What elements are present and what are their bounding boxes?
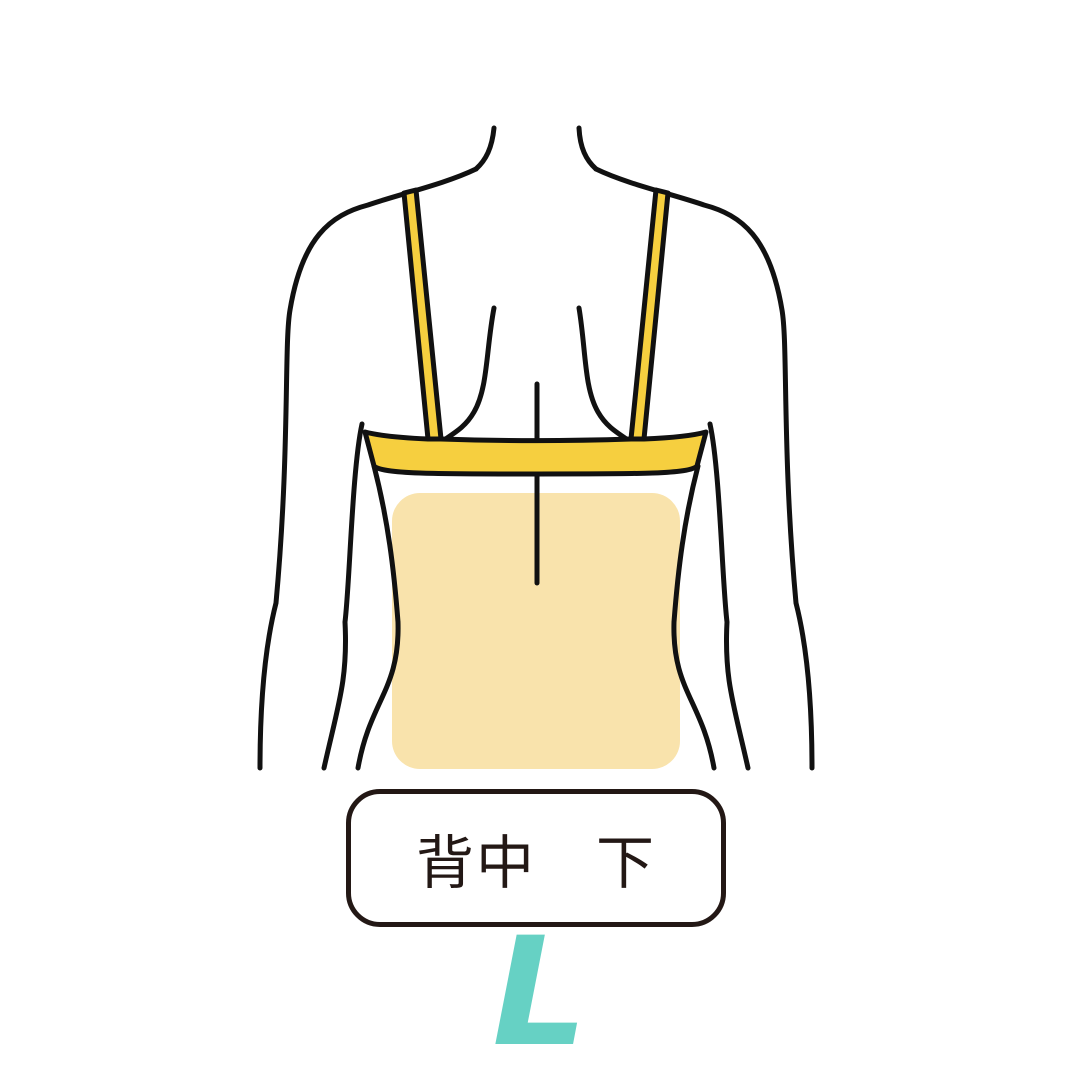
left-torso-side-outline <box>355 463 401 771</box>
left-strap <box>401 187 444 442</box>
left-arm-inner-outline <box>321 421 365 771</box>
right-strap <box>628 187 671 442</box>
size-letter: L <box>492 906 588 1080</box>
right-arm-outer-outline <box>593 166 815 771</box>
neck-left-outline <box>473 125 497 172</box>
under-band <box>362 429 709 477</box>
lower-back-highlight-area <box>392 493 680 769</box>
position-label-box: 背中 下 <box>346 789 726 927</box>
position-label-text: 背中 下 <box>415 829 656 897</box>
right-arm-inner-outline <box>707 421 751 771</box>
left-arm-outer-outline <box>257 166 479 771</box>
right-shoulder-blade-outline <box>576 305 631 443</box>
right-torso-side-outline <box>671 463 717 771</box>
left-shoulder-blade-outline <box>441 305 497 443</box>
neck-right-outline <box>576 125 599 172</box>
